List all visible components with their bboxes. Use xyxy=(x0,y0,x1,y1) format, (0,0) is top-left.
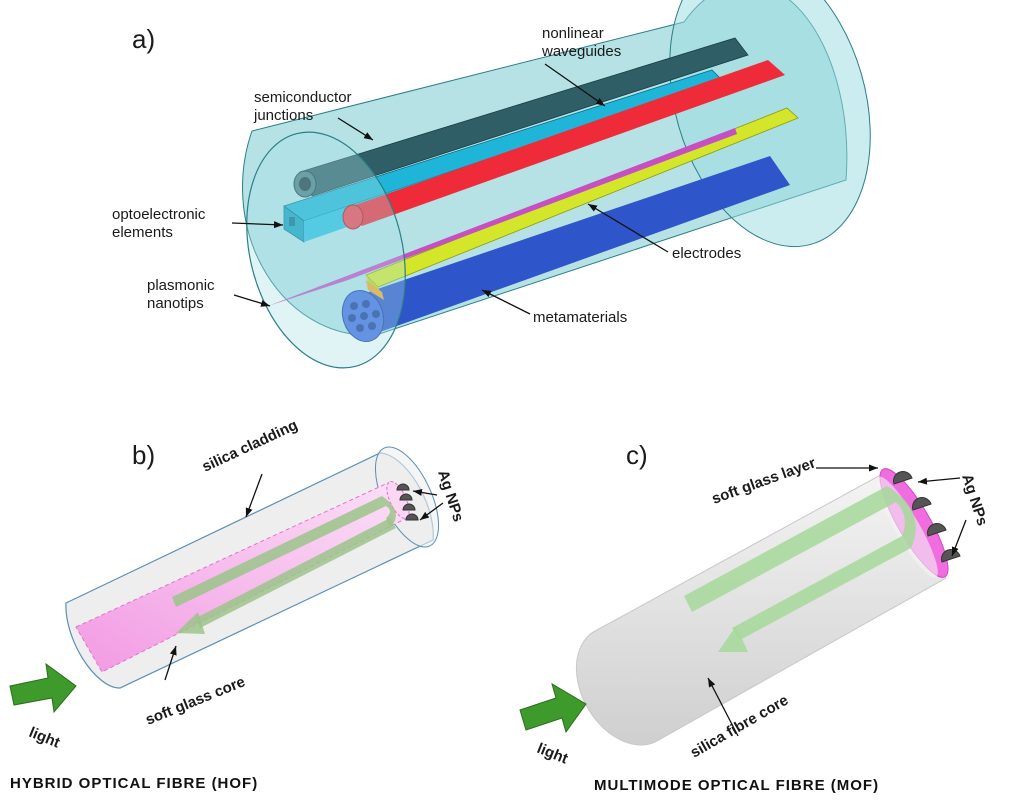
leader-silica-fibre-core xyxy=(707,677,739,737)
callout-soft-glass-core: soft glass core xyxy=(143,673,248,728)
callout-nonlinear: nonlinear waveguides xyxy=(541,25,621,60)
callout-silica-cladding: silica cladding xyxy=(200,417,301,476)
mof-light-arrow xyxy=(519,682,587,734)
mof-light-path xyxy=(684,486,916,652)
panel-a: a) xyxy=(112,0,871,369)
callout-plasmonic: plasmonic nanotips xyxy=(147,277,219,312)
callout-light-c: light xyxy=(535,740,571,768)
leader-electrodes xyxy=(587,203,669,253)
leader-metamaterials xyxy=(481,289,531,315)
leader-nonlinear xyxy=(544,63,606,107)
hof-light-path xyxy=(172,496,396,634)
nonlinear-waveguide-rod xyxy=(342,60,785,230)
callout-semiconductor: semiconductor junctions xyxy=(253,89,356,124)
panel-c-label: c) xyxy=(626,440,648,470)
leader-optoelectronic xyxy=(231,221,284,229)
callout-electrodes: electrodes xyxy=(672,245,741,262)
hof-ag-nanoparticles xyxy=(396,483,419,521)
leader-plasmonic xyxy=(233,294,271,307)
caption-hof: HYBRID OPTICAL FIBRE (HOF) xyxy=(10,775,258,792)
hof-light-arrow xyxy=(9,662,77,714)
plasmonic-nanotip xyxy=(268,128,737,306)
callout-metamaterials: metamaterials xyxy=(533,309,627,326)
cylinder-front-face xyxy=(246,131,406,369)
leader-silica-cladding xyxy=(245,473,263,518)
semiconductor-tube xyxy=(293,37,749,198)
mof-fibre-rod xyxy=(575,471,947,746)
callout-soft-glass-layer: soft glass layer xyxy=(710,454,819,507)
leader-ag-nps-c2 xyxy=(951,519,967,557)
caption-mof: MULTIMODE OPTICAL FIBRE (MOF) xyxy=(594,777,879,794)
leader-semiconductor xyxy=(337,117,374,141)
callout-ag-nps-c: Ag NPs xyxy=(958,472,991,528)
leader-ag-nps-c1 xyxy=(917,477,961,485)
panel-a-label: a) xyxy=(132,24,155,54)
callout-light-b: light xyxy=(27,724,63,752)
metamaterials-rod xyxy=(341,156,790,342)
leader-ag-nps-b1 xyxy=(412,489,438,496)
callout-optoelectronic: optoelectronic elements xyxy=(112,206,210,241)
panel-c: c) soft glass layer Ag NPs silica fibre xyxy=(519,440,991,794)
panel-b-label: b) xyxy=(132,440,155,470)
callout-ag-nps-b: Ag NPs xyxy=(434,468,467,524)
panel-b: b) silica cladding Ag NPs soft glas xyxy=(9,417,467,792)
leader-soft-glass-core xyxy=(164,645,177,681)
leader-ag-nps-b2 xyxy=(419,502,444,521)
